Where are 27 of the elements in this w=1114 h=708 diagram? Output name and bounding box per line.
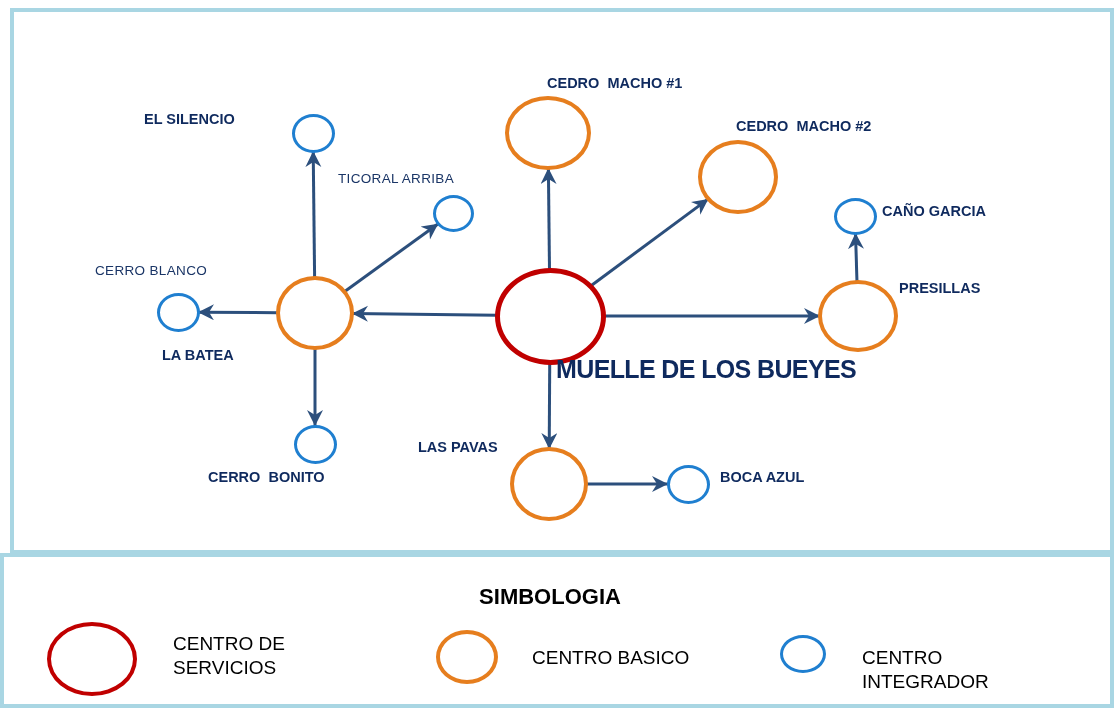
place-name: LA BATEA [162, 348, 234, 363]
place-name: CEDRO MACHO #2 [736, 119, 872, 134]
arrow [198, 304, 278, 321]
arrow [541, 362, 558, 449]
arrow [305, 151, 322, 278]
place-name: PRESILLAS [899, 281, 981, 296]
legend-text: CENTRO BASICO [532, 646, 691, 670]
arrow [589, 197, 710, 288]
legend-text: CENTRO DE SERVICIOS [173, 632, 286, 680]
arrow [586, 476, 668, 492]
place-name: CEDRO MACHO #1 [547, 76, 683, 91]
arrow [848, 232, 864, 283]
legend-text: CENTRO INTEGRADOR [862, 646, 990, 694]
arrow [603, 308, 820, 324]
place-name: TICORAL ARRIBA [338, 172, 454, 186]
place-name: MUELLE DE LOS BUEYES [556, 357, 857, 382]
place-name: CERRO BONITO [208, 470, 325, 485]
arrow [343, 222, 440, 293]
arrow [351, 305, 498, 322]
place-name: LAS PAVAS [418, 440, 498, 455]
arrow [540, 168, 557, 270]
arrow [307, 348, 323, 426]
place-name: CERRO BLANCO [95, 264, 208, 278]
place-name: EL SILENCIO [144, 112, 235, 127]
legend-title: SIMBOLOGIA [478, 583, 622, 611]
place-name: CAÑO GARCIA [882, 204, 986, 219]
place-name: BOCA AZUL [720, 470, 805, 485]
